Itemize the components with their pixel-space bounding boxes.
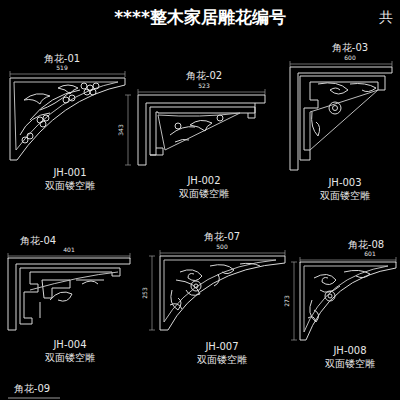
part-code: JH-001 <box>52 168 87 178</box>
part-code: JH-003 <box>327 178 362 188</box>
carving-note: 双面镂空雕 <box>324 359 376 369</box>
dimension: 401 <box>62 247 75 253</box>
carving-note: 双面镂空雕 <box>178 189 230 199</box>
part-code: JH-007 <box>204 342 239 352</box>
part-name: 角花-08 <box>347 240 385 250</box>
dimension: 273 <box>284 294 290 307</box>
dimension: 523 <box>197 83 210 89</box>
dimension: 253 <box>142 286 148 299</box>
part-name: 角花-02 <box>185 71 223 81</box>
dimension: 601 <box>363 251 376 257</box>
part-name: 角花-07 <box>203 232 241 242</box>
carving-note: 双面镂空雕 <box>319 191 371 201</box>
dimension: 600 <box>343 55 356 61</box>
dimension: 343 <box>118 123 124 136</box>
part-code: JH-004 <box>52 340 87 350</box>
part-name: 角花-03 <box>331 43 369 53</box>
dimension: 519 <box>55 65 68 71</box>
sheet-note: 共 <box>378 10 394 24</box>
part-code: JH-008 <box>332 346 367 356</box>
part-name: 角花-09 <box>13 384 51 394</box>
part-name: 角花-01 <box>43 54 81 64</box>
part-code: JH-002 <box>186 176 221 186</box>
part-name: 角花-04 <box>19 236 57 246</box>
sheet-title: ****整木家居雕花编号 <box>114 9 286 26</box>
carving-note: 双面镂空雕 <box>44 353 96 363</box>
dimension: 500 <box>215 244 228 250</box>
carving-note: 双面镂空雕 <box>44 181 96 191</box>
carving-note: 双面镂空雕 <box>196 355 248 365</box>
